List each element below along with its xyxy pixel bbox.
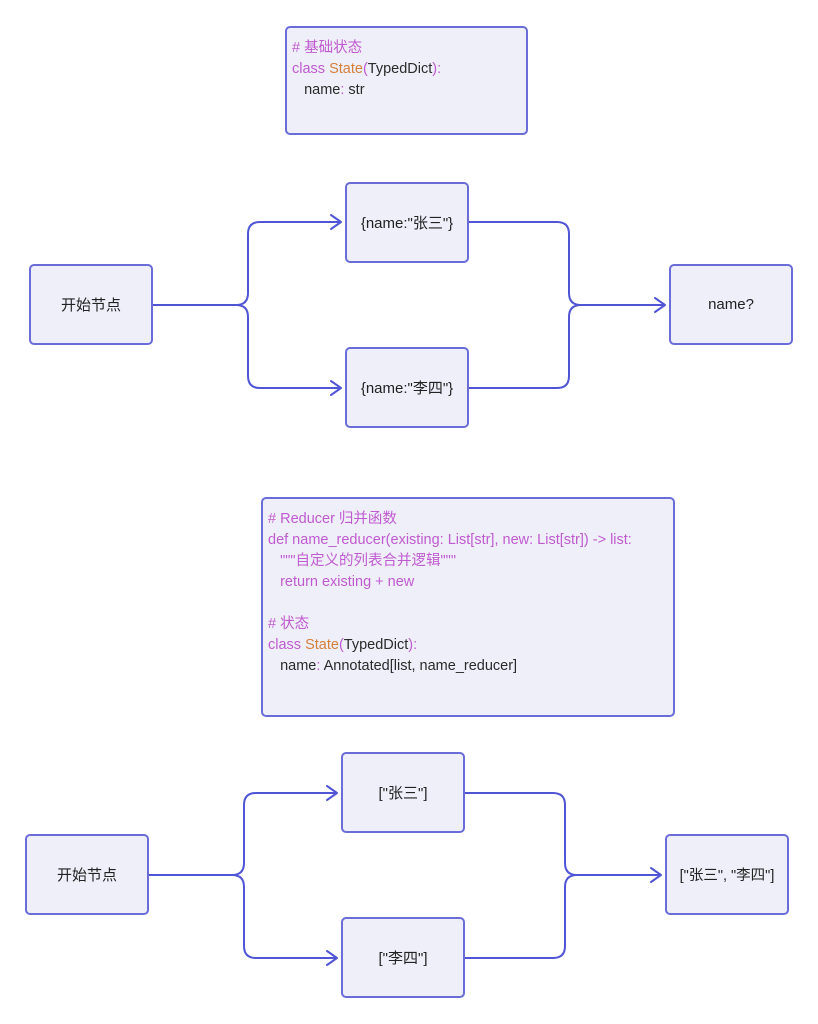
code-token: def name_reducer(existing: List[str], ne…: [268, 532, 632, 548]
start-node-label: 开始节点: [60, 297, 121, 314]
diagram1-edges: [153, 214, 666, 396]
code-token: State: [305, 637, 339, 653]
code-note-reducer-state: # Reducer 归并函数 def name_reducer(existing:…: [261, 497, 675, 717]
code-token: class: [268, 637, 306, 653]
edge-top-to-result: [469, 221, 664, 306]
start-node-2-label: 开始节点: [56, 867, 117, 884]
edge2-top-to-result: [465, 792, 660, 876]
branch-node-bottom-2-label: ["李四"]: [378, 950, 428, 967]
edge-bottom-to-result: [469, 304, 582, 389]
code-token: name: [292, 82, 341, 98]
code-line: class State(TypedDict):: [268, 635, 673, 656]
branch-node-bottom-label: {name:"李四"}: [360, 380, 454, 397]
code-line: def name_reducer(existing: List[str], ne…: [268, 530, 673, 551]
code-token: name: [268, 658, 317, 674]
code-line: """自定义的列表合并逻辑""": [268, 551, 673, 572]
code-line: [268, 593, 673, 614]
edge2-bottom-to-result: [465, 874, 578, 959]
start-node-2: 开始节点: [25, 834, 149, 915]
code-token: :: [316, 658, 324, 674]
code-token: (: [338, 637, 344, 653]
code-token: # 基础状态: [292, 40, 363, 56]
code-line: return existing + new: [268, 572, 673, 593]
edge2-start-to-bottom: [149, 874, 336, 959]
code-token: str: [348, 82, 365, 98]
code-line: name: Annotated[list, name_reducer]: [268, 656, 673, 677]
code-line: name: str: [292, 80, 526, 101]
result-node-2-label: ["张三", "李四"]: [679, 868, 775, 884]
code-line: class State(TypedDict):: [292, 59, 526, 80]
code-line: # 基础状态: [292, 38, 526, 59]
edge-start-to-top: [153, 221, 340, 306]
code-token: # Reducer 归并函数: [268, 511, 397, 527]
branch-node-top-2-label: ["张三"]: [378, 785, 428, 802]
edge-start-to-bottom: [153, 304, 340, 389]
branch-node-bottom-2: ["李四"]: [341, 917, 465, 998]
code-token: TypedDict: [367, 61, 433, 77]
branch-node-top-label: {name:"张三"}: [360, 215, 454, 232]
code-token: class: [292, 61, 330, 77]
code-token: State: [329, 61, 363, 77]
branch-node-top: {name:"张三"}: [345, 182, 469, 263]
code-note-basic-state: # 基础状态 class State(TypedDict): name: str: [285, 26, 528, 135]
code-token: (: [362, 61, 368, 77]
start-node: 开始节点: [29, 264, 153, 345]
branch-node-bottom: {name:"李四"}: [345, 347, 469, 428]
diagram2-edges: [149, 785, 662, 966]
code-token: :: [340, 82, 349, 98]
code-token: """自定义的列表合并逻辑""": [268, 553, 456, 569]
result-node: name?: [669, 264, 793, 345]
code-line: # Reducer 归并函数: [268, 509, 673, 530]
edge2-start-to-top: [149, 792, 336, 876]
result-node-2: ["张三", "李四"]: [665, 834, 789, 915]
code-token: TypedDict: [343, 637, 409, 653]
code-token: Annotated[list, name_reducer]: [323, 658, 518, 674]
branch-node-top-2: ["张三"]: [341, 752, 465, 833]
code-token: return existing + new: [268, 574, 415, 590]
code-token: ):: [408, 637, 418, 653]
code-token: # 状态: [268, 616, 310, 632]
code-token: ):: [432, 61, 442, 77]
result-node-label: name?: [708, 296, 754, 313]
code-line: # 状态: [268, 614, 673, 635]
